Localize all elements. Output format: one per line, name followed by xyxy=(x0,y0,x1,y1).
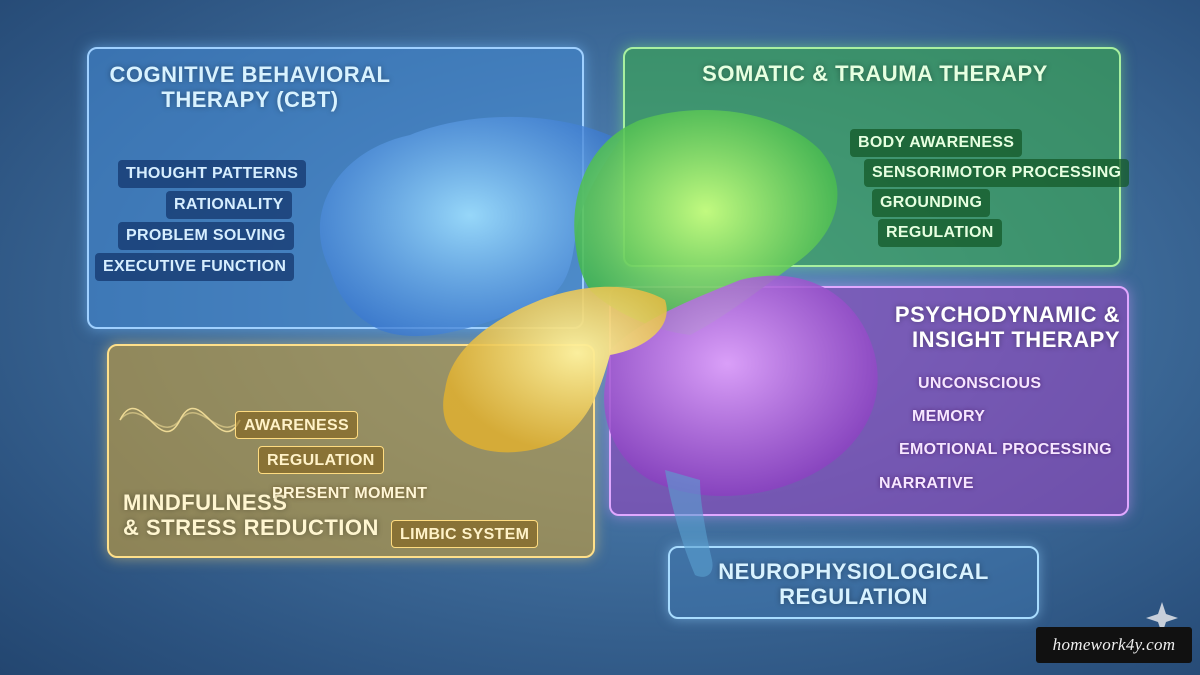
psy-item-emotional-processing: EMOTIONAL PROCESSING xyxy=(899,441,1112,458)
cbt-item-problem-solving: PROBLEM SOLVING xyxy=(118,222,294,250)
psy-item-narrative: NARRATIVE xyxy=(879,475,974,492)
neuro-title: NEUROPHYSIOLOGICAL REGULATION xyxy=(718,559,989,610)
somatic-item-grounding: GROUNDING xyxy=(872,189,991,217)
watermark-logo: homework4y.com xyxy=(1036,627,1192,663)
neuro-panel xyxy=(668,546,1039,619)
mind-item-limbic-system: LIMBIC SYSTEM xyxy=(391,520,539,548)
mind-item-present-moment: PRESENT MOMENT xyxy=(272,485,428,502)
mind-item-regulation: REGULATION xyxy=(258,446,384,474)
cbt-item-rationality: RATIONALITY xyxy=(166,191,292,219)
psy-item-unconscious: UNCONSCIOUS xyxy=(918,375,1042,392)
cbt-item-thought-patterns: THOUGHT PATTERNS xyxy=(118,160,307,188)
psychodynamic-title: PSYCHODYNAMIC & INSIGHT THERAPY xyxy=(894,302,1120,353)
somatic-title: SOMATIC & TRAUMA THERAPY xyxy=(702,61,1048,86)
cbt-title: COGNITIVE BEHAVIORAL THERAPY (CBT) xyxy=(109,62,391,113)
cbt-item-executive-function: EXECUTIVE FUNCTION xyxy=(95,253,295,281)
mind-item-awareness: AWARENESS xyxy=(235,411,358,439)
somatic-item-sensorimotor: SENSORIMOTOR PROCESSING xyxy=(864,159,1130,187)
psy-item-memory: MEMORY xyxy=(912,408,986,425)
somatic-item-regulation: REGULATION xyxy=(878,219,1002,247)
somatic-item-body-awareness: BODY AWARENESS xyxy=(850,129,1023,157)
mindfulness-title: MINDFULNESS & STRESS REDUCTION xyxy=(123,490,379,541)
